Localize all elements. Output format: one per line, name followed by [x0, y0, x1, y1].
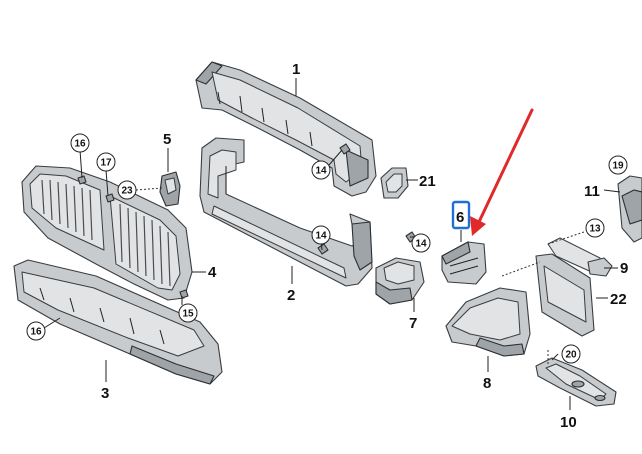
callout-6: 6	[456, 209, 464, 226]
part-11-side-duct	[617, 175, 642, 243]
callout-21: 21	[419, 173, 436, 190]
highlight-box	[451, 200, 471, 230]
part-7-air-duct	[375, 257, 425, 305]
circle-callout-16-bottom: 16	[26, 321, 46, 341]
callout-7: 7	[409, 315, 417, 332]
circle-callout-23: 23	[117, 180, 137, 200]
callout-3: 3	[101, 385, 109, 402]
callout-11: 11	[584, 183, 600, 200]
svg-text:14: 14	[415, 239, 427, 250]
circle-callout-16-top: 16	[70, 133, 90, 153]
svg-text:19: 19	[612, 161, 624, 172]
circle-callouts: 16 17 23 16 15 14 14 14	[26, 133, 628, 364]
callout-22: 22	[610, 291, 627, 308]
svg-text:20: 20	[565, 350, 577, 361]
svg-text:13: 13	[589, 224, 601, 235]
callout-5: 5	[163, 131, 171, 148]
part-8-lower-air-duct	[445, 287, 531, 357]
svg-text:23: 23	[121, 186, 133, 197]
circle-callout-15: 15	[178, 303, 198, 323]
callout-9: 9	[620, 260, 628, 277]
part-5-clip	[159, 171, 181, 207]
circle-callout-20: 20	[561, 344, 581, 364]
leader-lines	[43, 78, 621, 410]
part-3-lower-air-guide	[13, 259, 223, 385]
circle-callout-19: 19	[608, 155, 628, 175]
grille-fins	[41, 179, 171, 287]
svg-text:17: 17	[100, 158, 112, 169]
svg-text:16: 16	[30, 327, 42, 338]
callout-8: 8	[483, 375, 491, 392]
callout-1: 1	[292, 61, 300, 78]
part-22-side-frame	[535, 253, 595, 337]
part-6-air-duct	[441, 241, 487, 285]
svg-text:14: 14	[315, 231, 327, 242]
part-4-kidney-grille	[21, 165, 193, 301]
circle-callout-17: 17	[96, 152, 116, 172]
circle-callout-14-middle: 14	[311, 225, 331, 245]
part-2-carrier-frame	[199, 137, 373, 287]
callout-2: 2	[287, 287, 295, 304]
callout-4: 4	[208, 264, 217, 281]
circle-callout-14-right: 14	[411, 233, 431, 253]
circle-callout-13: 13	[585, 218, 605, 238]
part-21-bracket	[380, 167, 409, 199]
red-pointer-arrow	[470, 108, 534, 236]
svg-text:15: 15	[182, 309, 194, 320]
callout-labels: 1 2 3 4 5 6 7 8 9 10 11 22 21	[101, 61, 628, 431]
part-9-clip	[587, 257, 613, 277]
svg-text:14: 14	[315, 166, 327, 177]
svg-text:16: 16	[74, 139, 86, 150]
callout-10: 10	[560, 414, 577, 431]
part-10-lower-bracket	[535, 357, 617, 407]
circle-callout-14-top: 14	[311, 160, 331, 180]
